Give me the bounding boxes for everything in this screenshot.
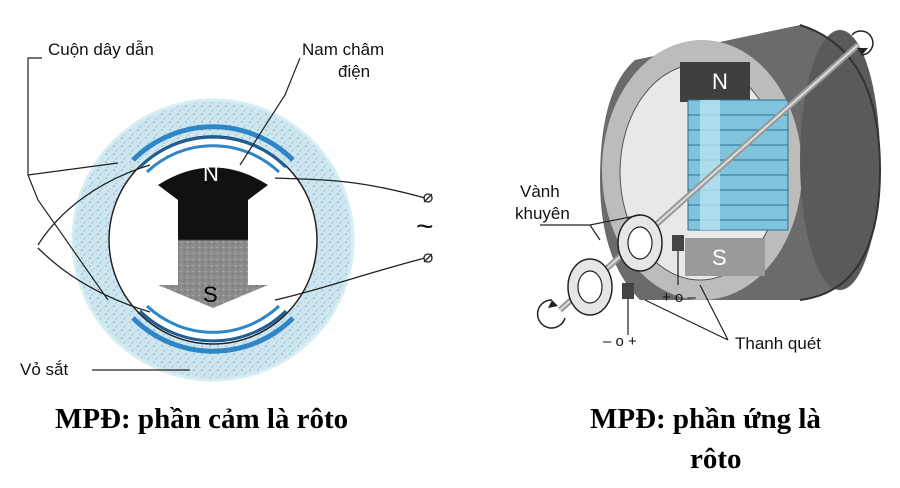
right-pole-north: N — [712, 69, 728, 94]
terminal-label-top: + o – — [662, 289, 696, 306]
coil-bottom — [131, 304, 295, 354]
leader-lines-left — [27, 57, 301, 371]
caption-right-line1: MPĐ: phần ứng là — [590, 403, 821, 435]
rotation-arrow-top — [851, 30, 874, 56]
caption-right-line2: rôto — [690, 443, 742, 475]
rotor-south-pole — [158, 240, 268, 308]
label-brushes: Thanh quét — [735, 334, 822, 353]
ac-symbol: ~ — [416, 210, 434, 243]
label-electromagnet-line1: Nam châm — [302, 40, 385, 59]
right-pole-south: S — [712, 245, 727, 270]
slip-rings — [567, 214, 663, 316]
left-generator-diagram — [27, 57, 433, 382]
caption-left: MPĐ: phần cảm là rôto — [55, 403, 349, 435]
left-pole-south: S — [203, 282, 218, 307]
output-wires — [37, 164, 426, 313]
label-coil: Cuộn dây dẫn — [48, 40, 154, 59]
right-generator-diagram — [536, 24, 882, 341]
terminal-label-bottom: – o + — [603, 333, 637, 350]
label-iron-shell: Vỏ sắt — [20, 360, 69, 379]
brush-top — [672, 235, 684, 251]
stator-south-magnet — [685, 238, 765, 276]
rotation-arrow-bottom — [536, 299, 566, 329]
left-pole-north: N — [203, 161, 219, 186]
label-slip-rings-line1: Vành — [520, 182, 560, 201]
shell-outer-edge — [71, 98, 355, 382]
label-electromagnet-line2: điện — [338, 62, 371, 81]
coil-top — [131, 124, 295, 174]
stator-north-magnet — [680, 62, 750, 102]
brush-bottom — [622, 283, 634, 299]
label-slip-rings-line2: khuyên — [515, 204, 570, 223]
rotor-north-pole — [158, 167, 268, 240]
